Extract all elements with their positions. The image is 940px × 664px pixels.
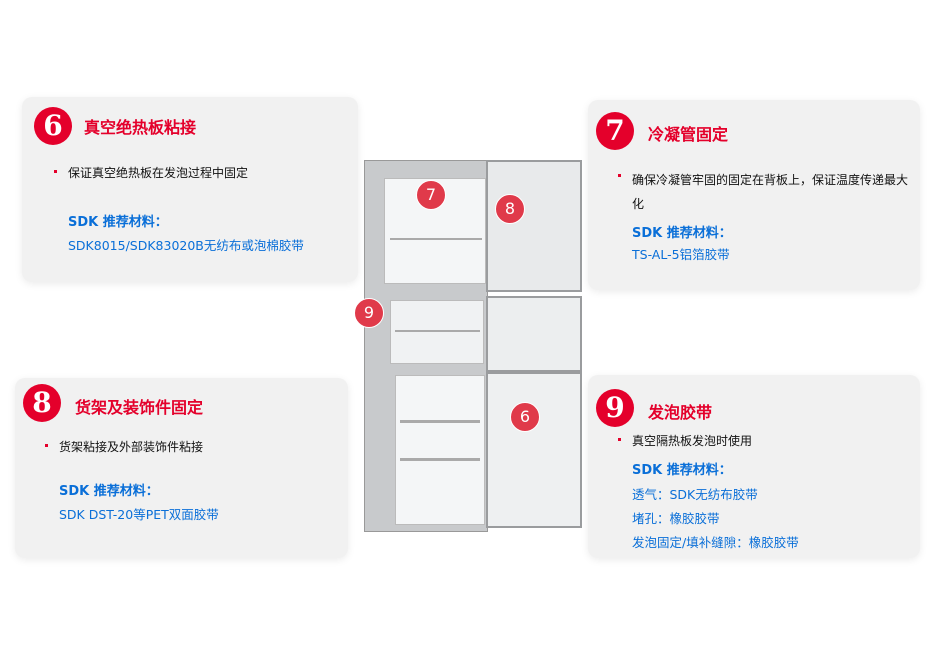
card-vacuum-panel: 6 真空绝热板粘接 保证真空绝热板在发泡过程中固定 SDK 推荐材料： SDK8… xyxy=(22,97,358,282)
marker-6: 6 xyxy=(510,402,540,432)
material: 透气：SDK无纺布胶带 xyxy=(632,487,758,502)
material: SDK DST-20等PET双面胶带 xyxy=(59,507,219,522)
card-title: 货架及装饰件固定 xyxy=(75,398,204,417)
card-bullet: 货架粘接及外部装饰件粘接 xyxy=(44,440,204,454)
marker-8: 8 xyxy=(495,194,525,224)
material: TS-AL-5铝箔胶带 xyxy=(632,247,730,262)
number-badge: 7 xyxy=(596,112,634,150)
card-title: 冷凝管固定 xyxy=(648,125,729,144)
number-badge: 9 xyxy=(596,389,634,427)
card-bullet: 真空隔热板发泡时使用 xyxy=(617,434,753,448)
material: 发泡固定/填补缝隙：橡胶胶带 xyxy=(632,535,799,550)
material: 堵孔：橡胶胶带 xyxy=(632,511,720,526)
sdk-label: SDK 推荐材料： xyxy=(59,484,159,499)
marker-9: 9 xyxy=(354,298,384,328)
material: SDK8015/SDK83020B无纺布或泡棉胶带 xyxy=(68,238,304,253)
card-bullet: 确保冷凝管牢固的固定在背板上，保证温度传递最大化 xyxy=(618,168,912,216)
card-shelf: 8 货架及装饰件固定 货架粘接及外部装饰件粘接 SDK 推荐材料： SDK DS… xyxy=(15,378,348,558)
number-badge: 8 xyxy=(23,384,61,422)
card-bullet: 保证真空绝热板在发泡过程中固定 xyxy=(53,166,249,180)
card-title: 发泡胶带 xyxy=(648,403,713,422)
card-title: 真空绝热板粘接 xyxy=(84,118,197,137)
sdk-label: SDK 推荐材料： xyxy=(632,226,732,241)
marker-7: 7 xyxy=(416,180,446,210)
sdk-label: SDK 推荐材料： xyxy=(68,215,168,230)
number-badge: 6 xyxy=(34,107,72,145)
card-foam-tape: 9 发泡胶带 真空隔热板发泡时使用 SDK 推荐材料： 透气：SDK无纺布胶带 … xyxy=(588,375,920,558)
card-condenser: 7 冷凝管固定 确保冷凝管牢固的固定在背板上，保证温度传递最大化 SDK 推荐材… xyxy=(588,100,920,290)
sdk-label: SDK 推荐材料： xyxy=(632,463,732,478)
